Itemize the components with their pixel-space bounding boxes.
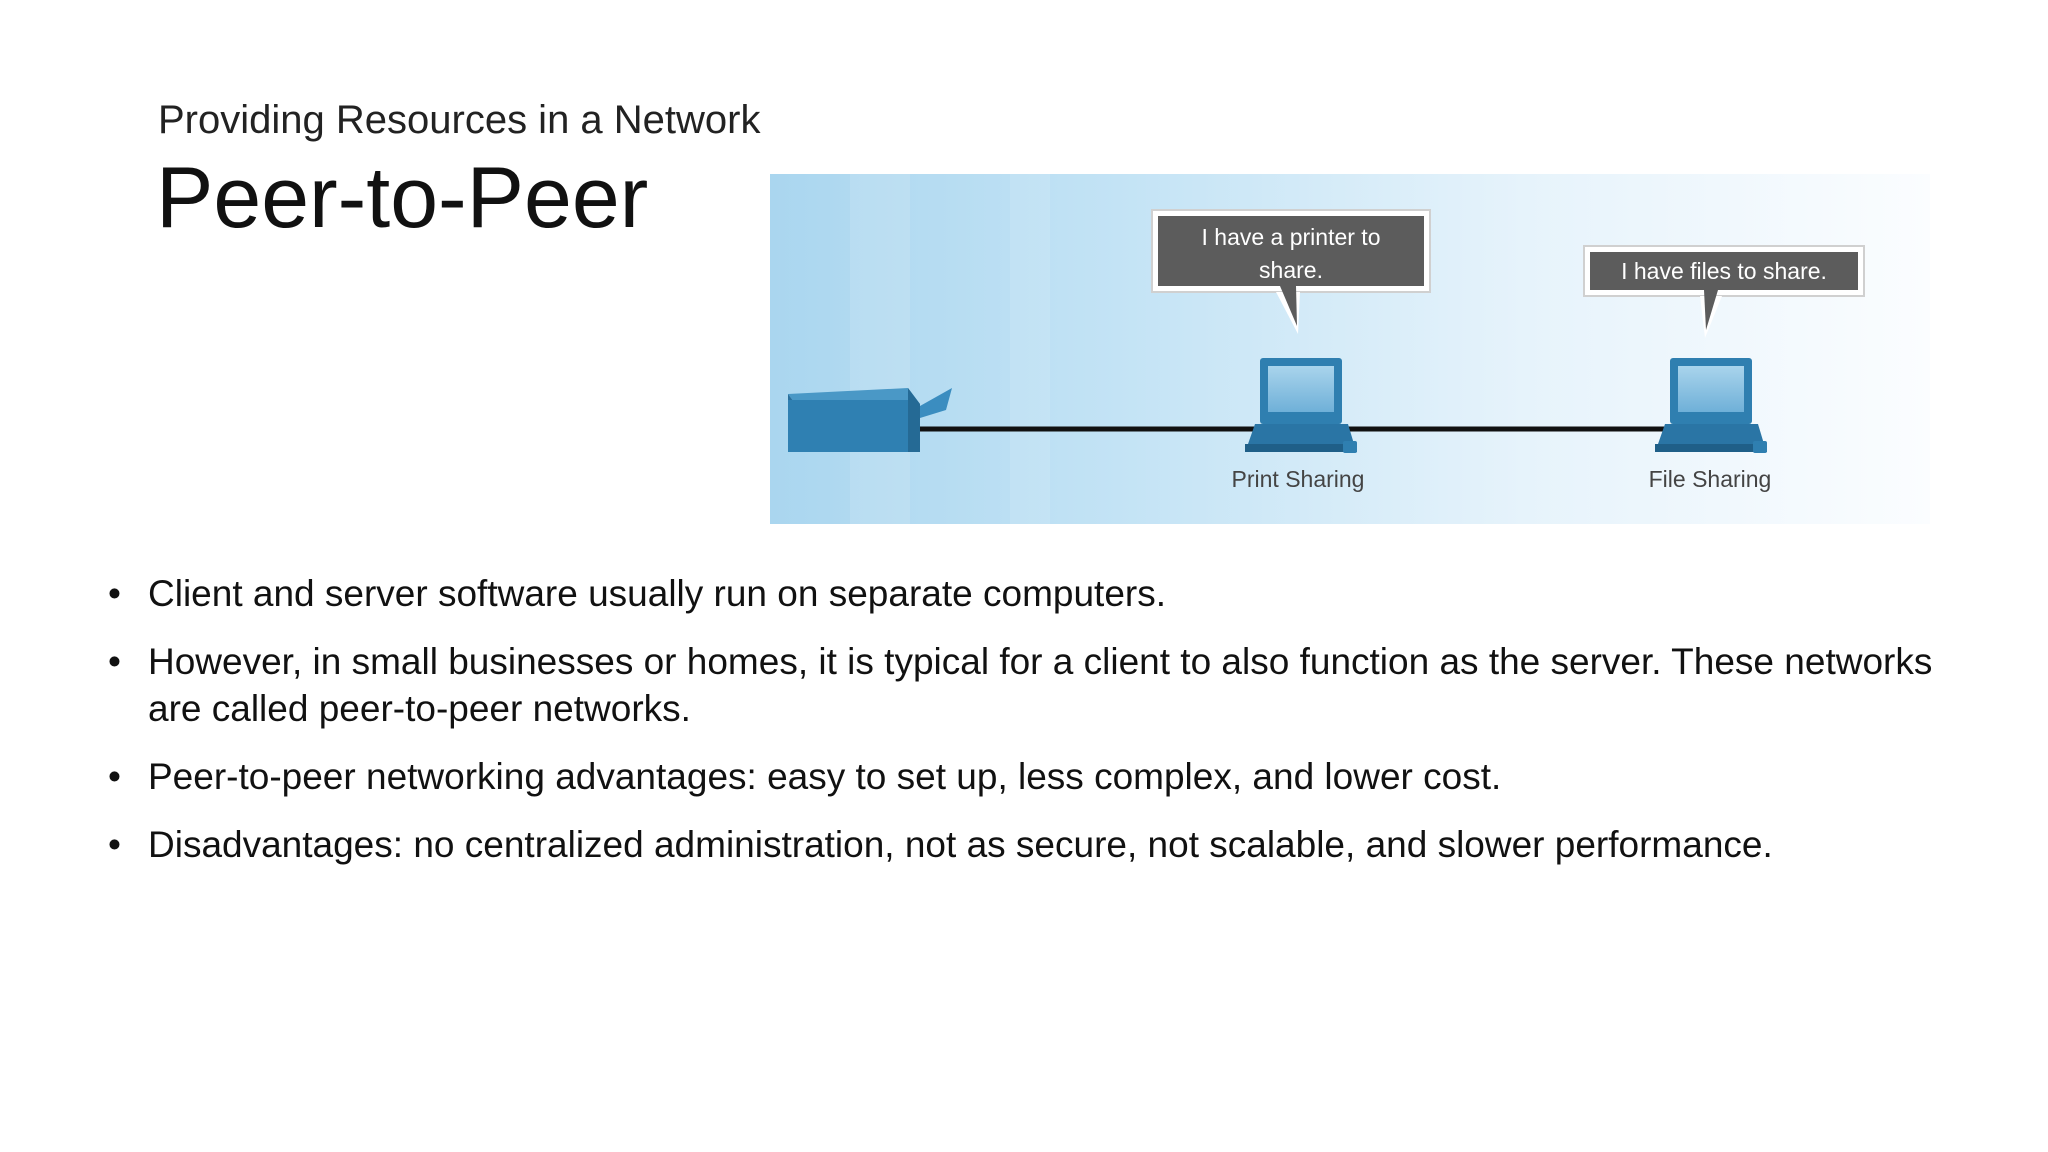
list-item: • Client and server software usually run… (108, 570, 1988, 617)
peer-to-peer-diagram: I have a printer to share. I have files … (770, 174, 1930, 524)
callout-files-text: I have files to share. (1621, 258, 1827, 284)
bullet-symbol: • (108, 756, 121, 797)
computer-icon (1245, 358, 1357, 453)
bullet-symbol: • (108, 641, 121, 682)
bullet-list: • Client and server software usually run… (108, 570, 1988, 889)
bullet-text: However, in small businesses or homes, i… (148, 641, 1933, 729)
label-file-sharing: File Sharing (1649, 466, 1772, 492)
printer-icon (788, 388, 952, 452)
slide-title: Peer-to-Peer (156, 150, 649, 246)
diagram-svg: I have a printer to share. I have files … (770, 174, 1930, 524)
callout-printer-line2: share. (1259, 257, 1323, 283)
callout-printer-line1: I have a printer to (1202, 224, 1381, 250)
diagram-band (850, 174, 910, 524)
bullet-symbol: • (108, 824, 121, 865)
bullet-symbol: • (108, 573, 121, 614)
list-item: • Peer-to-peer networking advantages: ea… (108, 753, 1988, 800)
callout-printer: I have a printer to share. (1151, 209, 1431, 334)
callout-files: I have files to share. (1583, 245, 1865, 338)
bullet-text: Disadvantages: no centralized administra… (148, 824, 1773, 865)
list-item: • Disadvantages: no centralized administ… (108, 821, 1988, 868)
bullet-text: Client and server software usually run o… (148, 573, 1167, 614)
label-print-sharing: Print Sharing (1232, 466, 1365, 492)
slide-subtitle: Providing Resources in a Network (158, 98, 761, 142)
computer-icon (1655, 358, 1767, 453)
list-item: • However, in small businesses or homes,… (108, 638, 1988, 732)
diagram-band (1010, 174, 1050, 524)
bullet-text: Peer-to-peer networking advantages: easy… (148, 756, 1502, 797)
